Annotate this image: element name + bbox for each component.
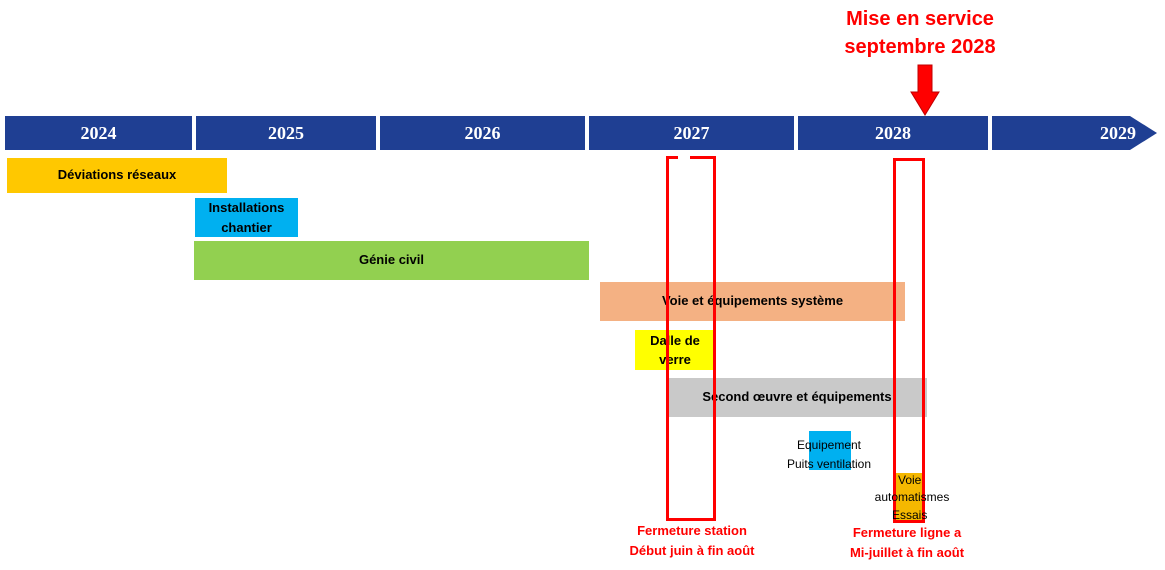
closure-ligne-note: Fermeture ligne a Mi-juillet à fin août xyxy=(817,523,997,562)
closure-station-line-1: Fermeture station xyxy=(637,523,747,538)
year-2027: 2027 xyxy=(589,116,794,150)
task-voie-automatismes-essais-block xyxy=(895,473,923,521)
task-genie-civil: Génie civil xyxy=(194,241,589,280)
closure-ligne-line-2: Mi-juillet à fin août xyxy=(849,544,965,560)
task-second-oeuvre: Second œuvre et équipements xyxy=(667,378,927,417)
task-installations-chantier: Installations chantier xyxy=(195,198,298,237)
year-2029: 2029 xyxy=(1100,122,1136,143)
closure-ligne-frame xyxy=(893,158,925,523)
timeline-arrowhead xyxy=(992,116,1157,150)
year-2026: 2026 xyxy=(380,116,585,150)
milestone-line-2: septembre 2028 xyxy=(844,35,996,58)
year-2028: 2028 xyxy=(798,116,988,150)
task-dalle-line-1: Dalle de xyxy=(650,332,700,348)
closure-station-line-2: Début juin à fin août xyxy=(629,542,755,558)
closure-ligne-line-1: Fermeture ligne a xyxy=(852,525,962,540)
milestone-line-1: Mise en service xyxy=(846,8,994,30)
year-2025: 2025 xyxy=(196,116,376,150)
task-installations-line-1: Installations xyxy=(208,200,285,215)
year-2024: 2024 xyxy=(5,116,192,150)
task-deviations-reseaux: Déviations réseaux xyxy=(7,158,227,193)
milestone-label: Mise en service septembre 2028 xyxy=(810,6,1030,61)
task-deviations-label: Déviations réseaux xyxy=(57,167,177,183)
task-genie-civil-label: Génie civil xyxy=(358,252,425,268)
task-voie-line-3: Essais xyxy=(892,507,928,522)
task-installations-line-2: chantier xyxy=(221,219,272,235)
closure-station-frame-gap xyxy=(678,154,690,160)
task-equipement-label: Equipement Puits ventilation xyxy=(770,436,888,473)
task-second-oeuvre-label: Second œuvre et équipements xyxy=(702,389,892,405)
closure-station-frame xyxy=(666,156,716,521)
task-equipement-line-1: Equipement xyxy=(796,438,862,452)
task-voie-line-1: Voie xyxy=(898,473,922,487)
task-equipement-line-2: Puits ventilation xyxy=(786,456,872,471)
task-voie-equipements-systeme: Voie et équipements système xyxy=(600,282,905,321)
task-equipement-puits-ventilation-block xyxy=(809,431,851,470)
task-voie-automatismes-label: Voie automatismes Essais xyxy=(862,472,962,524)
task-voie-equipements-label: Voie et équipements système xyxy=(661,293,844,309)
milestone-arrow-icon xyxy=(910,64,940,116)
closure-station-note: Fermeture station Début juin à fin août xyxy=(602,521,782,560)
task-voie-line-2: automatismes xyxy=(874,490,950,505)
